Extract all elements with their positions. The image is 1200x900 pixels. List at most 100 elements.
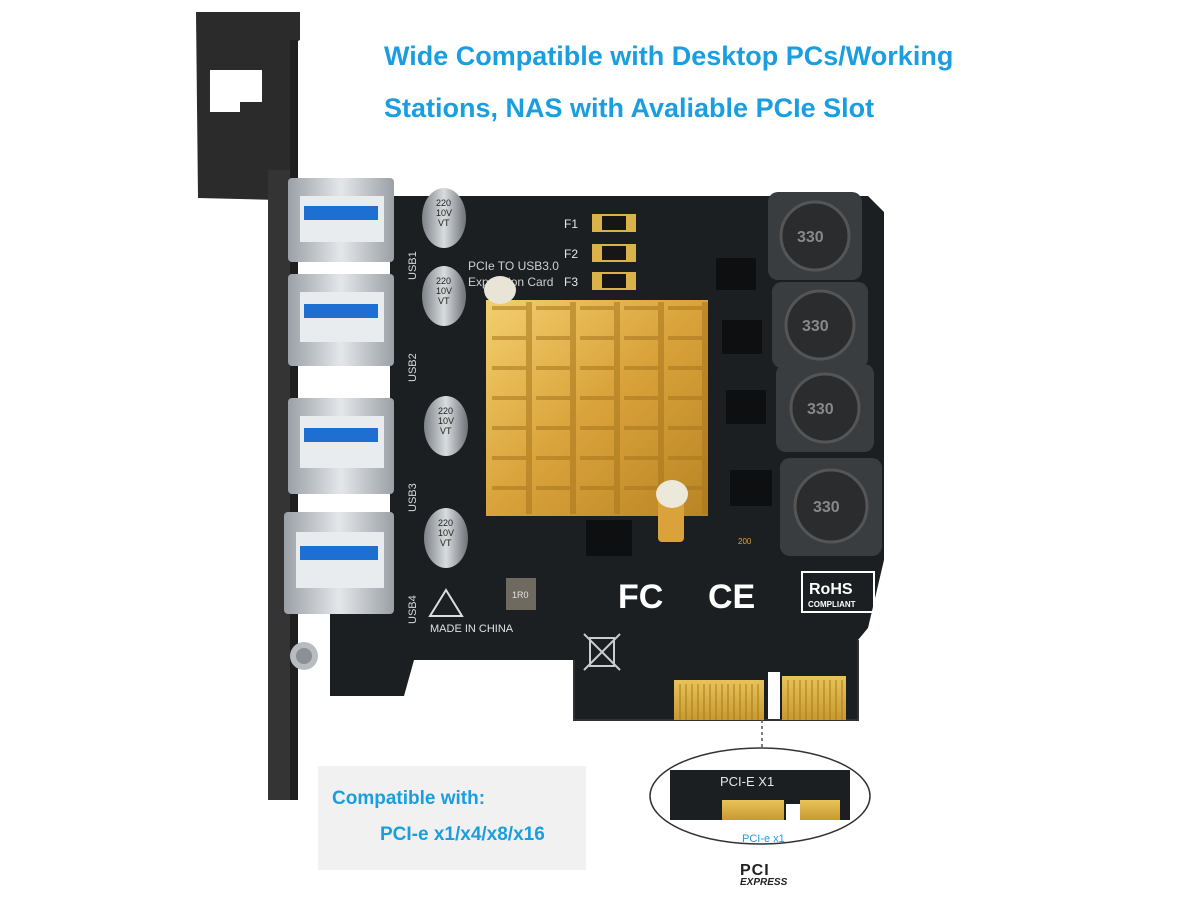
svg-text:330: 330 (807, 401, 834, 418)
heatsink-fin (536, 366, 570, 370)
heatsink-fin (668, 306, 702, 310)
compatibility-slots: PCI-e x1/x4/x8/x16 (380, 824, 545, 845)
compatibility-title: Compatible with: (332, 788, 486, 809)
controller-chip (586, 520, 632, 556)
pci-logo-text: PCI (740, 862, 770, 879)
svg-text:VT: VT (440, 426, 452, 436)
chip-marking: 200 (738, 537, 752, 546)
headline: Wide Compatible with Desktop PCs/Working… (384, 30, 1084, 134)
heatsink-pin-bottom (656, 480, 688, 542)
svg-text:RoHS: RoHS (809, 581, 853, 598)
heatsink-fin (492, 396, 526, 400)
heatsink-fin (492, 456, 526, 460)
express-logo-text: EXPRESS (740, 877, 788, 888)
heatsink-fin (580, 486, 614, 490)
heatsink-fin (536, 486, 570, 490)
heatsink-fin (668, 336, 702, 340)
capacitor-2: 220 10V VT (422, 266, 466, 326)
heatsink-fin (492, 426, 526, 430)
heatsink-fin-gap (526, 302, 532, 514)
capacitor-4: 220 10V VT (424, 508, 468, 568)
capacitor-3: 220 10V VT (424, 396, 468, 456)
usb-port-4 (284, 512, 394, 614)
pcie-gold-fingers (674, 676, 846, 720)
inductor-3: 330 (776, 364, 874, 452)
svg-text:10V: 10V (436, 208, 452, 218)
svg-text:F1: F1 (564, 217, 578, 231)
small-inductor: 1R0 (506, 578, 536, 610)
heatsink-fin-gap (702, 302, 708, 514)
inductors: 330 330 330 330 (768, 192, 882, 556)
usb-ports (284, 178, 394, 614)
svg-text:330: 330 (797, 229, 824, 246)
usb-label-2: USB2 (407, 353, 419, 382)
silkscreen-title: PCIe TO USB3.0 (468, 259, 559, 273)
callout-slot-label: PCI-E X1 (720, 774, 774, 789)
mounting-bracket (196, 12, 300, 800)
inductor-1: 330 (768, 192, 862, 280)
heatsink-fin-gap (658, 302, 664, 514)
small-ics (586, 258, 772, 556)
heatsink-fin (536, 336, 570, 340)
bracket-screw (290, 642, 318, 670)
heatsink-fin (624, 366, 658, 370)
compatibility-box: Compatible with: PCI-e x1/x4/x8/x16 (318, 766, 586, 870)
svg-text:220: 220 (436, 198, 451, 208)
heatsink-fin (668, 396, 702, 400)
inductor-2: 330 (772, 282, 868, 368)
svg-text:10V: 10V (438, 528, 454, 538)
svg-text:F3: F3 (564, 275, 578, 289)
heatsink-pin-top (484, 276, 516, 304)
usb-port-2 (288, 274, 394, 366)
heatsink-fin (668, 366, 702, 370)
svg-text:220: 220 (438, 406, 453, 416)
heatsink-fin (624, 336, 658, 340)
heatsink-fin (624, 426, 658, 430)
heatsink-fin (536, 426, 570, 430)
heatsink-fin (624, 306, 658, 310)
usb-port-1 (288, 178, 394, 262)
heatsink (486, 300, 708, 516)
svg-text:220: 220 (436, 276, 451, 286)
svg-text:10V: 10V (438, 416, 454, 426)
heatsink-fin (492, 486, 526, 490)
inductor-4: 330 (780, 458, 882, 556)
heatsink-fin (536, 396, 570, 400)
made-in-label: MADE IN CHINA (430, 623, 514, 635)
svg-text:330: 330 (802, 318, 829, 335)
heatsink-fin (580, 426, 614, 430)
headline-line-2: Stations, NAS with Avaliable PCIe Slot (384, 93, 875, 123)
heatsink-fin (624, 396, 658, 400)
usb-label-1: USB1 (407, 251, 419, 280)
weee-bin-icon (583, 633, 621, 671)
capacitors: 220 10V VT 220 10V VT 220 10V VT 220 10V… (422, 188, 468, 568)
fuses: F1 F2 F3 (564, 214, 636, 290)
heatsink-fin (624, 486, 658, 490)
headline-line-1: Wide Compatible with Desktop PCs/Working (384, 41, 954, 71)
heatsink-fin (536, 456, 570, 460)
heatsink-fin (624, 456, 658, 460)
esd-warning-icon (428, 588, 464, 617)
heatsink-fin (668, 456, 702, 460)
svg-text:1R0: 1R0 (512, 590, 529, 600)
ce-mark: CE (708, 578, 755, 616)
heatsink-fin (536, 306, 570, 310)
pcie-slot-callout: PCI-E X1 PCI-e x1 (649, 747, 871, 845)
svg-text:10V: 10V (436, 286, 452, 296)
heatsink-fin-gap (614, 302, 620, 514)
fc-mark: FC (618, 578, 663, 616)
heatsink-fin (580, 366, 614, 370)
usb-label-3: USB3 (407, 483, 419, 512)
svg-text:VT: VT (440, 538, 452, 548)
svg-text:COMPLIANT: COMPLIANT (808, 600, 856, 609)
heatsink-fin (580, 396, 614, 400)
svg-text:F2: F2 (564, 247, 578, 261)
heatsink-fin (492, 336, 526, 340)
svg-text:VT: VT (438, 296, 450, 306)
heatsink-fin (492, 306, 526, 310)
heatsink-fin (580, 306, 614, 310)
svg-text:330: 330 (813, 499, 840, 516)
usb-label-4: USB4 (407, 595, 419, 624)
heatsink-fin-gap (570, 302, 576, 514)
